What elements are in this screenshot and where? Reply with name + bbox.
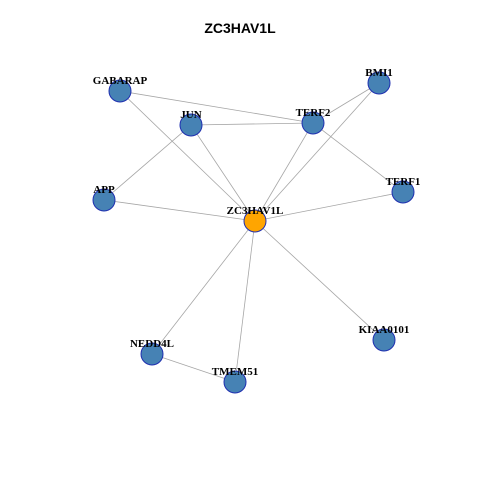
edge-jun-terf2 <box>190 122 314 126</box>
node-label-nedd4l: NEDD4L <box>130 338 174 350</box>
node-bmi1[interactable] <box>367 71 391 95</box>
edge-zc3hav1l-app <box>103 199 256 222</box>
node-gabarap[interactable] <box>108 79 132 103</box>
node-label-gabarap: GABARAP <box>93 75 148 87</box>
node-label-tmem51: TMEM51 <box>212 366 258 378</box>
node-terf2[interactable] <box>301 111 325 135</box>
node-label-bmi1: BMI1 <box>365 67 393 79</box>
edge-zc3hav1l-nedd4l <box>151 220 256 355</box>
edge-zc3hav1l-terf1 <box>254 191 404 222</box>
node-terf1[interactable] <box>391 180 415 204</box>
node-tmem51[interactable] <box>223 370 247 394</box>
node-label-kiaa0101: KIAA0101 <box>359 324 410 336</box>
edge-jun-app <box>103 124 192 201</box>
edge-zc3hav1l-jun <box>190 124 256 222</box>
node-jun[interactable] <box>179 113 203 137</box>
node-zc3hav1l[interactable] <box>243 209 267 233</box>
node-nedd4l[interactable] <box>140 342 164 366</box>
graph-title: ZC3HAV1L <box>204 20 276 36</box>
edge-nedd4l-tmem51 <box>151 353 236 383</box>
nodes-layer <box>92 71 415 394</box>
node-label-zc3hav1l: ZC3HAV1L <box>227 205 284 217</box>
node-label-terf1: TERF1 <box>386 176 421 188</box>
node-label-app: APP <box>93 184 115 196</box>
edge-terf2-bmi1 <box>312 82 380 124</box>
edge-terf2-terf1 <box>312 122 404 193</box>
node-label-jun: JUN <box>180 109 201 121</box>
edge-zc3hav1l-kiaa0101 <box>254 220 385 341</box>
edge-zc3hav1l-bmi1 <box>254 82 380 222</box>
edge-zc3hav1l-gabarap <box>119 90 256 222</box>
edges-layer <box>103 82 404 383</box>
edge-zc3hav1l-terf2 <box>254 122 314 222</box>
node-app[interactable] <box>92 188 116 212</box>
edge-zc3hav1l-tmem51 <box>234 220 256 383</box>
edge-gabarap-terf2 <box>119 90 314 124</box>
node-label-terf2: TERF2 <box>296 107 331 119</box>
node-kiaa0101[interactable] <box>372 328 396 352</box>
